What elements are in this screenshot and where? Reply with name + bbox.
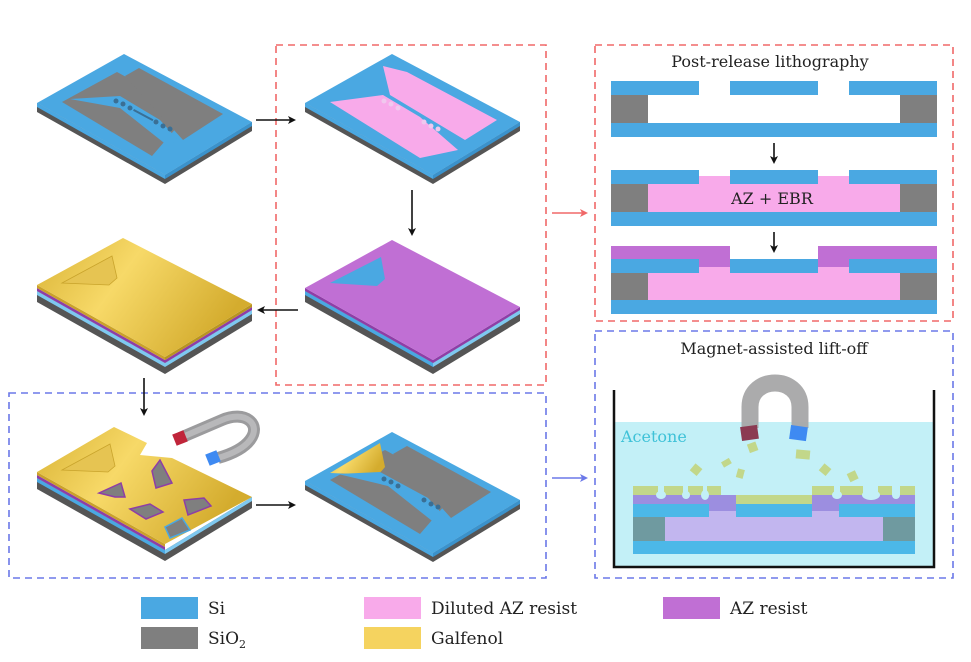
cross-section-1 [611,81,937,137]
chip-step-1 [37,54,252,184]
legend-item-az-resist: AZ resist [663,597,808,619]
legend-item-sio2: SiO2 [141,627,246,651]
legend-label-sio2-sub: 2 [239,638,246,651]
legend-swatch-az-resist [663,597,720,619]
magnet-south-pole [205,450,221,466]
legend-label-sio2: SiO2 [208,629,246,651]
magnet-north-pole [172,430,188,446]
galfenol-fragments [689,441,859,483]
legend-item-si: Si [141,597,226,619]
az-ebr-label: AZ + EBR [730,189,814,208]
blue-dashed-frame [8,392,547,579]
horseshoe-magnet-2d [740,374,809,442]
legend-label-diluted-az: Diluted AZ resist [431,599,577,619]
chip-step-5 [37,427,252,561]
post-release-title: Post-release lithography [671,52,868,71]
substrate-in-acetone [633,486,915,554]
chip-step-2 [305,54,520,184]
red-dashed-frame [275,44,547,386]
chip-step-3 [305,240,520,374]
magnet-red-pole [740,424,759,442]
legend-label-galfenol: Galfenol [431,629,503,649]
legend-item-galfenol: Galfenol [364,627,503,649]
legend-label-si: Si [208,599,226,619]
cross-section-3 [611,246,937,314]
liftoff-frame [594,330,954,579]
chip-step-4 [37,238,252,374]
legend-label-sio2-main: SiO [208,629,239,649]
legend-swatch-galfenol [364,627,421,649]
magnet-blue-pole [789,424,808,442]
legend-swatch-diluted-az [364,597,421,619]
cross-section-2: AZ + EBR [611,170,937,226]
legend: Si Diluted AZ resist AZ resist SiO2 Galf… [141,597,808,651]
post-release-frame [594,44,954,322]
legend-swatch-si [141,597,198,619]
chip-step-6 [305,432,520,562]
legend-item-diluted-az: Diluted AZ resist [364,597,577,619]
liftoff-title: Magnet-assisted lift-off [680,339,869,358]
legend-label-az-resist: AZ resist [729,599,808,619]
legend-swatch-sio2 [141,627,198,649]
horseshoe-magnet-3d [172,410,260,466]
acetone-label: Acetone [620,427,687,446]
